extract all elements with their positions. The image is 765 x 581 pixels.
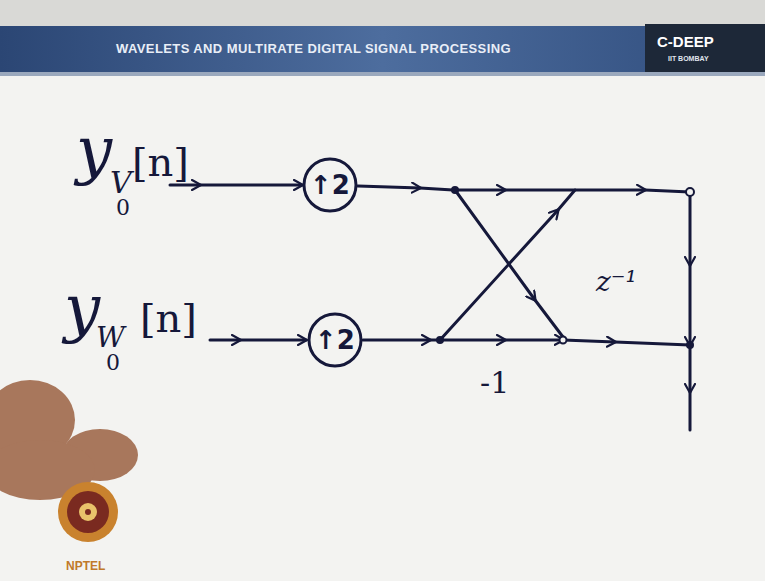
signal-name: y (64, 276, 100, 340)
nptel-logo (58, 482, 118, 542)
top-strip (0, 0, 765, 26)
slide-title: WAVELETS AND MULTIRATE DIGITAL SIGNAL PR… (116, 42, 511, 55)
header-rule (0, 72, 765, 76)
wire (363, 339, 440, 342)
gain-label: -1 (480, 368, 509, 398)
upsampler-circle: ↑2 (307, 312, 363, 368)
hand (0, 380, 138, 500)
cross-wire (440, 190, 575, 340)
signal-subscript: 0 (116, 197, 130, 219)
signal-subscript: V (110, 168, 132, 198)
wire (358, 186, 453, 190)
delay-label: z⁻¹ (596, 268, 637, 296)
input-wire (170, 184, 302, 187)
junction-dot (560, 337, 567, 344)
output-wire (689, 192, 692, 430)
cross-wire (455, 190, 563, 337)
signal-index: [n] (132, 142, 189, 182)
input-wire (210, 339, 306, 342)
junction-dot (686, 341, 694, 349)
junction-dot (451, 186, 459, 194)
upsampler-text: ↑2 (310, 172, 350, 198)
junction-dot (436, 336, 444, 344)
signal-subscript: W (96, 324, 125, 352)
signal-subscript: 0 (106, 352, 120, 374)
logo-text: C-DEEP (657, 34, 714, 49)
junction-dot (686, 188, 694, 196)
upsampler-text: ↑2 (315, 327, 355, 353)
signal-name: y (76, 118, 112, 182)
logo-box (645, 24, 765, 74)
signal-index: [n] (140, 298, 197, 338)
upsampler-circle: ↑2 (302, 157, 358, 213)
logo-subtext: IIT BOMBAY (668, 55, 709, 62)
logo-text: NPTEL (66, 560, 105, 572)
